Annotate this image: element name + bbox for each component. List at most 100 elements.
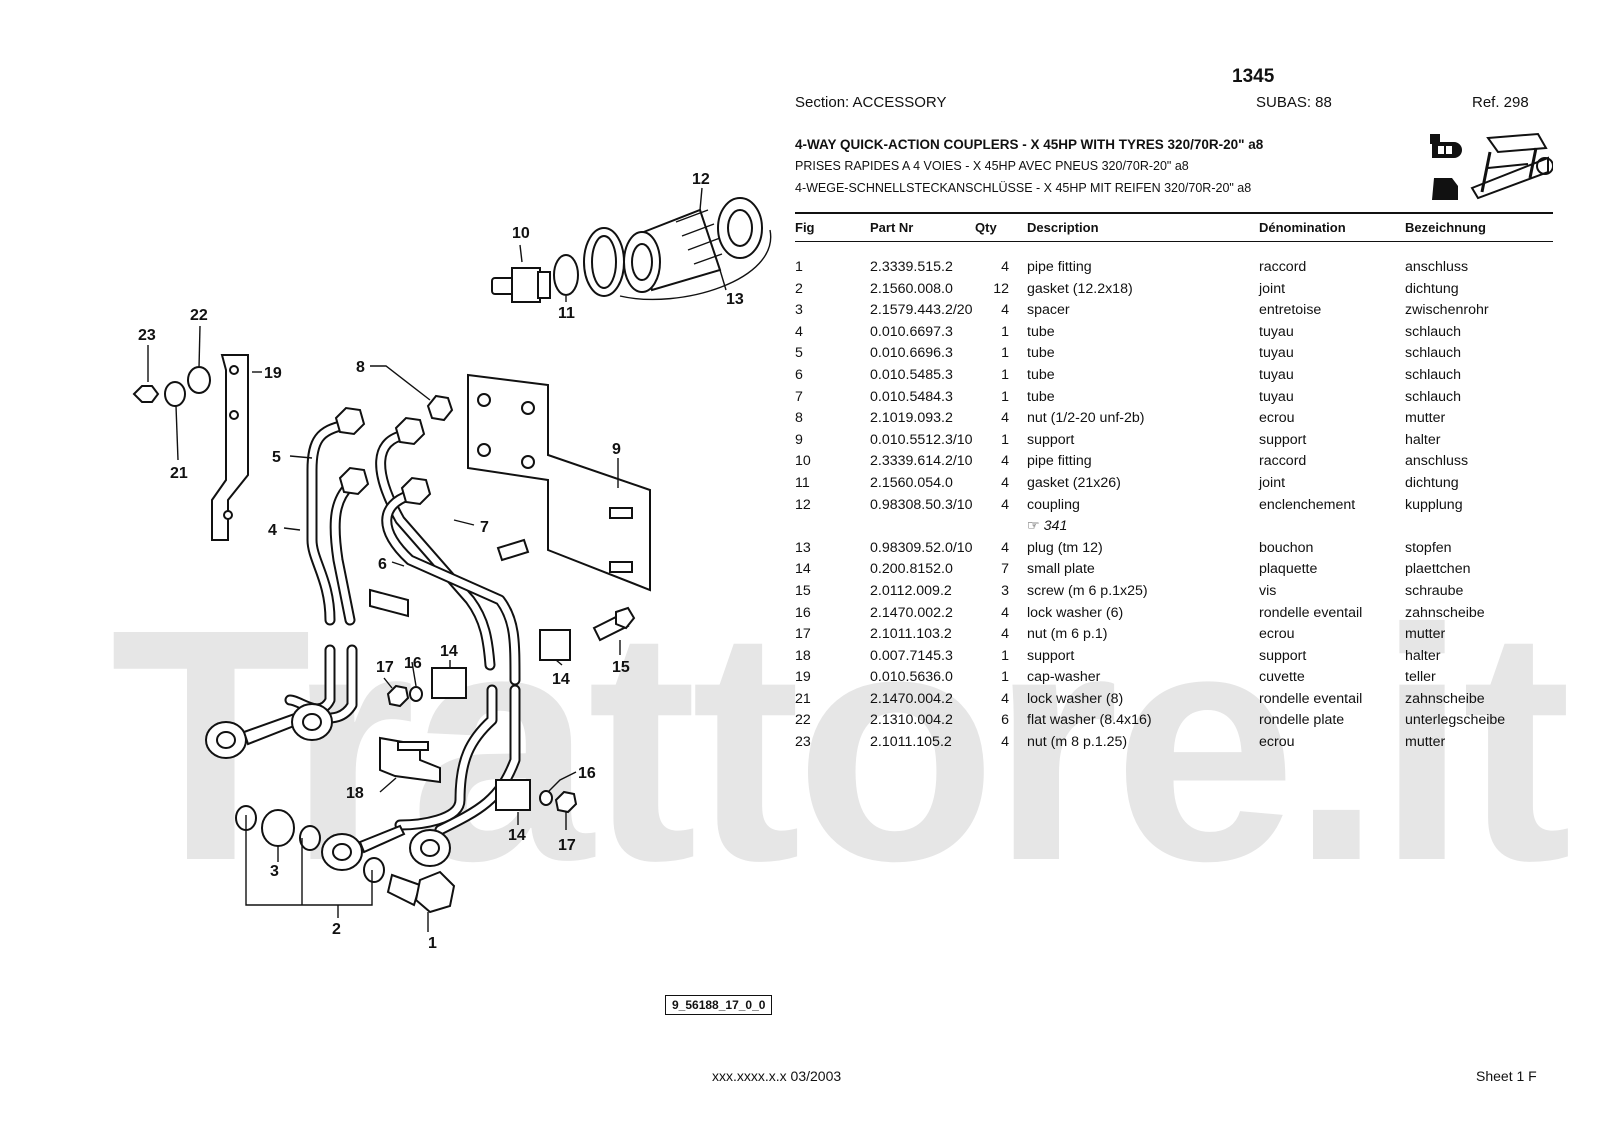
cell-part: 0.010.6697.3 [870, 323, 953, 340]
exploded-parts-diagram: 1 2 3 4 5 6 7 8 9 10 11 12 13 14 14 14 1… [132, 171, 772, 952]
cell-desc: small plate [1027, 561, 1095, 578]
callout-9: 9 [612, 441, 621, 458]
cell-fig: 18 [795, 647, 811, 664]
cell-part: 2.1560.008.0 [870, 280, 953, 297]
cell-qty: 4 [1001, 453, 1009, 470]
cell-den: raccord [1259, 259, 1307, 275]
cell-desc: flat washer (8.4x16) [1027, 712, 1152, 729]
callout-12: 12 [692, 171, 710, 188]
cell-desc: pipe fitting [1027, 259, 1092, 275]
cell-den: tuyau [1259, 345, 1294, 362]
cell-fig: 1 [795, 259, 803, 275]
callout-17b: 17 [558, 837, 576, 854]
tractor-thumbnail-icon [1430, 132, 1553, 200]
cell-den: vis [1259, 582, 1277, 599]
cell-bez: anschluss [1405, 259, 1469, 275]
column-header-fig: Fig [795, 220, 815, 235]
cell-qty: 4 [1001, 604, 1009, 621]
cell-desc: cap-washer [1027, 669, 1101, 686]
footer-date: xxx.xxxx.x.x 03/2003 [712, 1068, 842, 1084]
cell-desc: plug (tm 12) [1027, 539, 1103, 556]
cell-fig: 23 [795, 734, 811, 751]
title-german: 4-WEGE-SCHNELLSTECKANSCHLÜSSE - X 45HP M… [795, 181, 1252, 195]
cell-bez: schlauch [1405, 388, 1461, 405]
cell-bez: halter [1405, 647, 1441, 664]
callout-17a: 17 [376, 659, 394, 676]
callout-labels: 1 2 3 4 5 6 7 8 9 10 11 12 13 14 14 14 1… [138, 171, 744, 952]
cell-bez [1405, 516, 1553, 538]
cell-bez: dichtung [1405, 280, 1459, 297]
cell-desc: spacer [1027, 302, 1070, 319]
table-header-rule [795, 241, 1553, 242]
cell-desc: gasket (21x26) [1027, 474, 1121, 491]
cell-part: 2.1560.054.0 [870, 474, 953, 491]
cell-fig: 17 [795, 626, 811, 643]
cell-den: support [1259, 647, 1307, 664]
cell-desc: ☞ 341 [1027, 518, 1068, 535]
cell-qty: 1 [1001, 366, 1009, 383]
cell-bez: teller [1405, 669, 1436, 686]
cell-bez: kupplung [1405, 496, 1463, 513]
cell-part: 0.98309.52.0/10 [870, 539, 973, 556]
cell-bez: mutter [1405, 626, 1446, 643]
cell-qty: 1 [1001, 388, 1009, 405]
cell-den: rondelle plate [1259, 712, 1345, 729]
cell-desc: gasket (12.2x18) [1027, 280, 1133, 297]
cell-part: 0.010.5512.3/10 [870, 431, 973, 448]
cell-qty: 1 [1001, 431, 1009, 448]
cell-desc: screw (m 6 p.1x25) [1027, 582, 1148, 599]
cell-den: enclenchement [1259, 496, 1356, 513]
cell-den: rondelle eventail [1259, 604, 1363, 621]
cell-den: ecrou [1259, 734, 1295, 751]
cell-fig: 9 [795, 431, 803, 448]
cell-part: 2.0112.009.2 [870, 582, 952, 599]
cell-den: joint [1259, 280, 1286, 297]
cell-bez: schlauch [1405, 366, 1461, 383]
cell-qty: 7 [1001, 561, 1009, 578]
cell-qty: 4 [1001, 474, 1009, 491]
cell-desc: lock washer (8) [1027, 690, 1124, 707]
cell-fig: 2 [795, 280, 803, 297]
cell-fig: 14 [795, 561, 811, 578]
callout-22: 22 [190, 307, 208, 324]
cell-qty: 4 [1001, 734, 1009, 751]
subas-label: SUBAS: 88 [1256, 94, 1332, 111]
table-reference-row: ☞ 341 [795, 516, 1553, 538]
cell-part: 2.1310.004.2 [870, 712, 953, 729]
cell-desc: tube [1027, 388, 1055, 405]
title-french: PRISES RAPIDES A 4 VOIES - X 45HP AVEC P… [795, 159, 1189, 173]
page-number: 1345 [1232, 66, 1275, 87]
cell-qty: 12 [993, 280, 1009, 297]
cell-den: bouchon [1259, 539, 1314, 556]
cell-part: 2.3339.614.2/10 [870, 453, 973, 470]
cell-bez: schlauch [1405, 345, 1461, 362]
cell-den: cuvette [1259, 669, 1305, 686]
column-header-denomination: Dénomination [1259, 220, 1346, 235]
cell-den: joint [1259, 474, 1286, 491]
cell-bez: dichtung [1405, 474, 1459, 491]
callout-10: 10 [512, 225, 530, 242]
tubes-drawing [284, 394, 521, 836]
cell-desc: support [1027, 647, 1075, 664]
column-header-qty: Qty [975, 220, 997, 235]
cell-bez: unterlegscheibe [1405, 712, 1506, 729]
fittings-drawing [205, 538, 636, 914]
diagram-code: 9_56188_17_0_0 [665, 995, 773, 1015]
cell-desc: nut (m 8 p.1.25) [1027, 734, 1128, 751]
callout-7: 7 [480, 519, 489, 536]
callout-4: 4 [268, 522, 277, 539]
callout-3: 3 [270, 863, 279, 880]
cell-desc: tube [1027, 366, 1055, 383]
cell-part: 0.010.5636.0 [870, 669, 953, 686]
